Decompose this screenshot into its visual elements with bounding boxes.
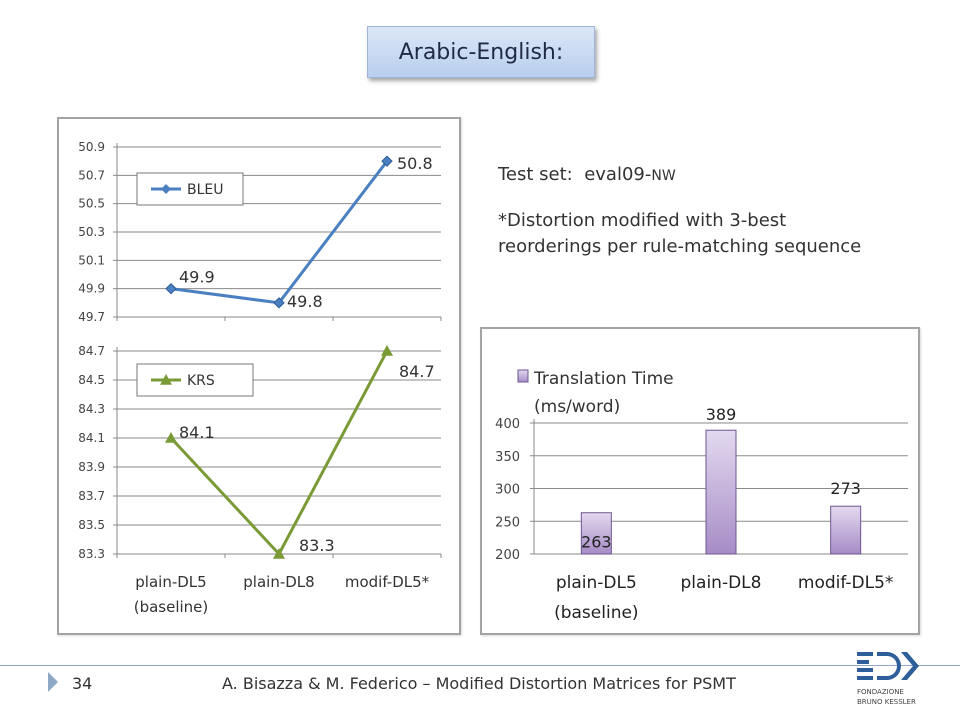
- y-tick-label: 84.1: [78, 431, 105, 445]
- y-tick-label: 49.7: [78, 310, 105, 324]
- footer-citation: A. Bisazza & M. Federico – Modified Dist…: [222, 674, 736, 693]
- data-label: 84.1: [179, 423, 215, 442]
- legend-label: Translation Time: [533, 369, 674, 389]
- y-tick-label: 84.3: [78, 402, 105, 416]
- data-point-marker: [165, 282, 177, 295]
- data-point-marker: [165, 432, 177, 443]
- test-set-suffix: NW: [651, 168, 676, 184]
- logo-text-2: BRUNO KESSLER: [857, 698, 916, 706]
- legend-marker: [161, 184, 171, 194]
- fbk-logo-icon: FONDAZIONE BRUNO KESSLER: [857, 652, 919, 706]
- legend-swatch: [517, 369, 529, 383]
- x-tick-label: plain-DL5: [556, 573, 637, 593]
- y-tick-label: 50.1: [78, 253, 105, 267]
- y-tick-label: 50.7: [78, 168, 105, 182]
- y-tick-label: 83.5: [78, 518, 105, 532]
- slide-title: Arabic-English:: [367, 26, 595, 78]
- test-set-value: eval09-: [584, 164, 652, 185]
- line-charts-svg: 49.7 49.9 50.1 50.3 50.5 50.7 50.9 49.9 49.8 50.8…: [78, 140, 442, 616]
- y-tick-label: 84.5: [78, 373, 105, 387]
- data-label: 50.8: [397, 154, 433, 173]
- data-label: 263: [581, 533, 612, 552]
- y-tick-label: 200: [495, 548, 520, 563]
- distortion-note: *Distortion modified with 3-best reorder…: [498, 208, 861, 260]
- page-number: 34: [72, 674, 93, 693]
- bar: [830, 505, 862, 555]
- distortion-note-line2: reorderings per rule-matching sequence: [498, 236, 862, 257]
- footer-arrow-icon: [48, 672, 58, 692]
- data-point-marker: [273, 548, 285, 559]
- data-label: 49.8: [287, 292, 323, 311]
- logo-text-1: FONDAZIONE: [857, 688, 904, 696]
- y-tick-label: 83.9: [78, 460, 105, 474]
- bar: [705, 429, 737, 555]
- distortion-note-line1: *Distortion modified with 3-best: [498, 210, 787, 231]
- data-point-marker: [381, 155, 393, 167]
- fbk-logo: FONDAZIONE BRUNO KESSLER: [853, 650, 923, 712]
- x-tick-label: plain-DL5: [135, 573, 206, 591]
- y-tick-label: 83.7: [78, 489, 105, 503]
- y-tick-label: 49.9: [78, 282, 105, 296]
- x-tick-label: plain-DL8: [681, 573, 762, 593]
- line-charts-frame: 49.7 49.9 50.1 50.3 50.5 50.7 50.9 49.9 49.8 50.8…: [57, 117, 461, 635]
- data-label: 49.9: [179, 268, 215, 287]
- y-tick-label: 50.3: [78, 225, 105, 239]
- y-tick-label: 84.7: [78, 344, 105, 358]
- legend-label: KRS: [187, 373, 215, 389]
- y-tick-label: 50.9: [78, 140, 105, 154]
- x-tick-label: (baseline): [554, 603, 638, 623]
- y-tick-label: 83.3: [78, 547, 105, 561]
- y-tick-label: 400: [495, 417, 520, 432]
- legend-marker: [160, 374, 172, 385]
- test-set-label: Test set:: [498, 164, 573, 185]
- footer-divider: [0, 665, 960, 666]
- x-tick-label: modif-DL5*: [798, 573, 894, 593]
- legend-label: BLEU: [187, 182, 224, 198]
- test-set-note: Test set: eval09-NW: [498, 162, 676, 189]
- bar-chart-frame: 200 250 300 350 400 263 389 273 Translation Time…: [480, 327, 920, 635]
- data-label: 273: [830, 479, 861, 498]
- bar-chart-svg: 200 250 300 350 400 263 389 273 Translation Time…: [495, 369, 908, 623]
- data-label: 84.7: [399, 362, 435, 381]
- data-label: 83.3: [299, 536, 335, 555]
- y-tick-label: 50.5: [78, 197, 105, 211]
- y-tick-label: 300: [495, 483, 520, 498]
- data-point-marker: [381, 345, 393, 356]
- y-tick-label: 250: [495, 515, 520, 530]
- x-tick-label: (baseline): [134, 598, 209, 616]
- x-tick-label: plain-DL8: [243, 573, 314, 591]
- data-point-marker: [273, 297, 285, 309]
- data-label: 389: [706, 405, 737, 424]
- bar: [580, 512, 612, 555]
- legend-label: (ms/word): [534, 397, 620, 417]
- y-tick-label: 350: [495, 450, 520, 465]
- x-tick-label: modif-DL5*: [345, 573, 430, 591]
